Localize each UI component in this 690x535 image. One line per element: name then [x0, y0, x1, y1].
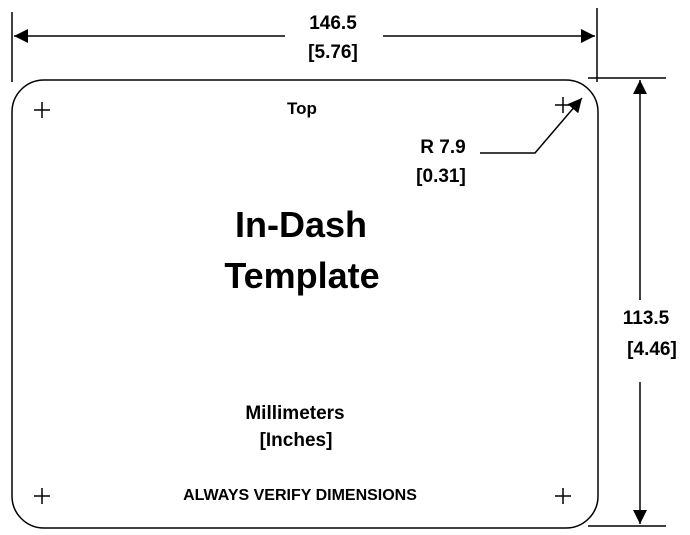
height-in-label: [4.46]: [627, 339, 677, 360]
width-mm-label: 146.5: [309, 13, 357, 34]
top-label: Top: [287, 99, 317, 118]
units-line-1: Millimeters: [245, 403, 344, 424]
crosshair-top-right: [555, 97, 571, 113]
crosshair-bottom-left: [34, 488, 50, 504]
height-mm-label: 113.5: [623, 308, 670, 329]
width-in-label: [5.76]: [308, 42, 358, 63]
units-line-2: [Inches]: [260, 430, 333, 451]
title-line-2: Template: [224, 255, 379, 296]
crosshair-bottom-right: [555, 488, 571, 504]
radius-in-label: [0.31]: [416, 166, 466, 187]
crosshair-top-left: [34, 102, 50, 118]
verify-dimensions-note: ALWAYS VERIFY DIMENSIONS: [183, 487, 417, 504]
radius-leader-line: [480, 97, 583, 154]
radius-mm-label: R 7.9: [420, 137, 465, 158]
template-outline: [11, 79, 599, 529]
title-line-1: In-Dash: [235, 204, 367, 245]
